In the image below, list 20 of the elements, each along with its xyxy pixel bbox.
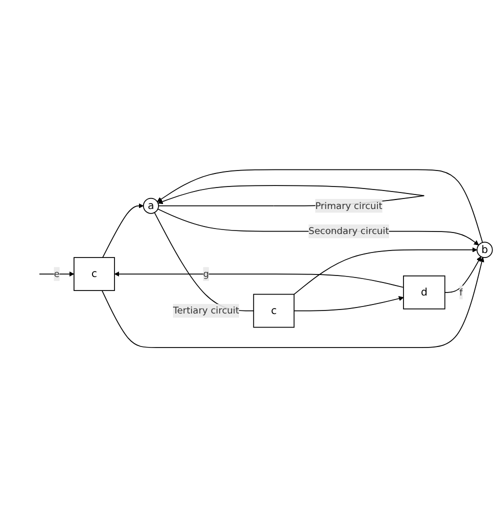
arrow <box>102 257 484 348</box>
arrow <box>294 296 404 312</box>
arrow <box>157 209 479 246</box>
node-box: c <box>74 258 115 292</box>
edge-label: Tertiary circuit <box>172 305 240 316</box>
node-circle: b <box>476 242 493 258</box>
arrow <box>157 170 483 244</box>
edge-label: Primary circuit <box>315 200 382 212</box>
node-box: d <box>403 276 446 310</box>
edge-label: Secondary circuit <box>308 226 390 237</box>
arrow <box>444 256 482 294</box>
arrow <box>102 204 144 258</box>
edge-label: g <box>203 268 210 280</box>
edge-label: f <box>459 287 463 298</box>
arrow <box>294 248 478 296</box>
node-box: c <box>253 294 295 328</box>
edge-label: e <box>54 268 60 280</box>
connector <box>154 212 254 312</box>
arrow <box>114 272 404 288</box>
node-circle: a <box>143 198 159 214</box>
